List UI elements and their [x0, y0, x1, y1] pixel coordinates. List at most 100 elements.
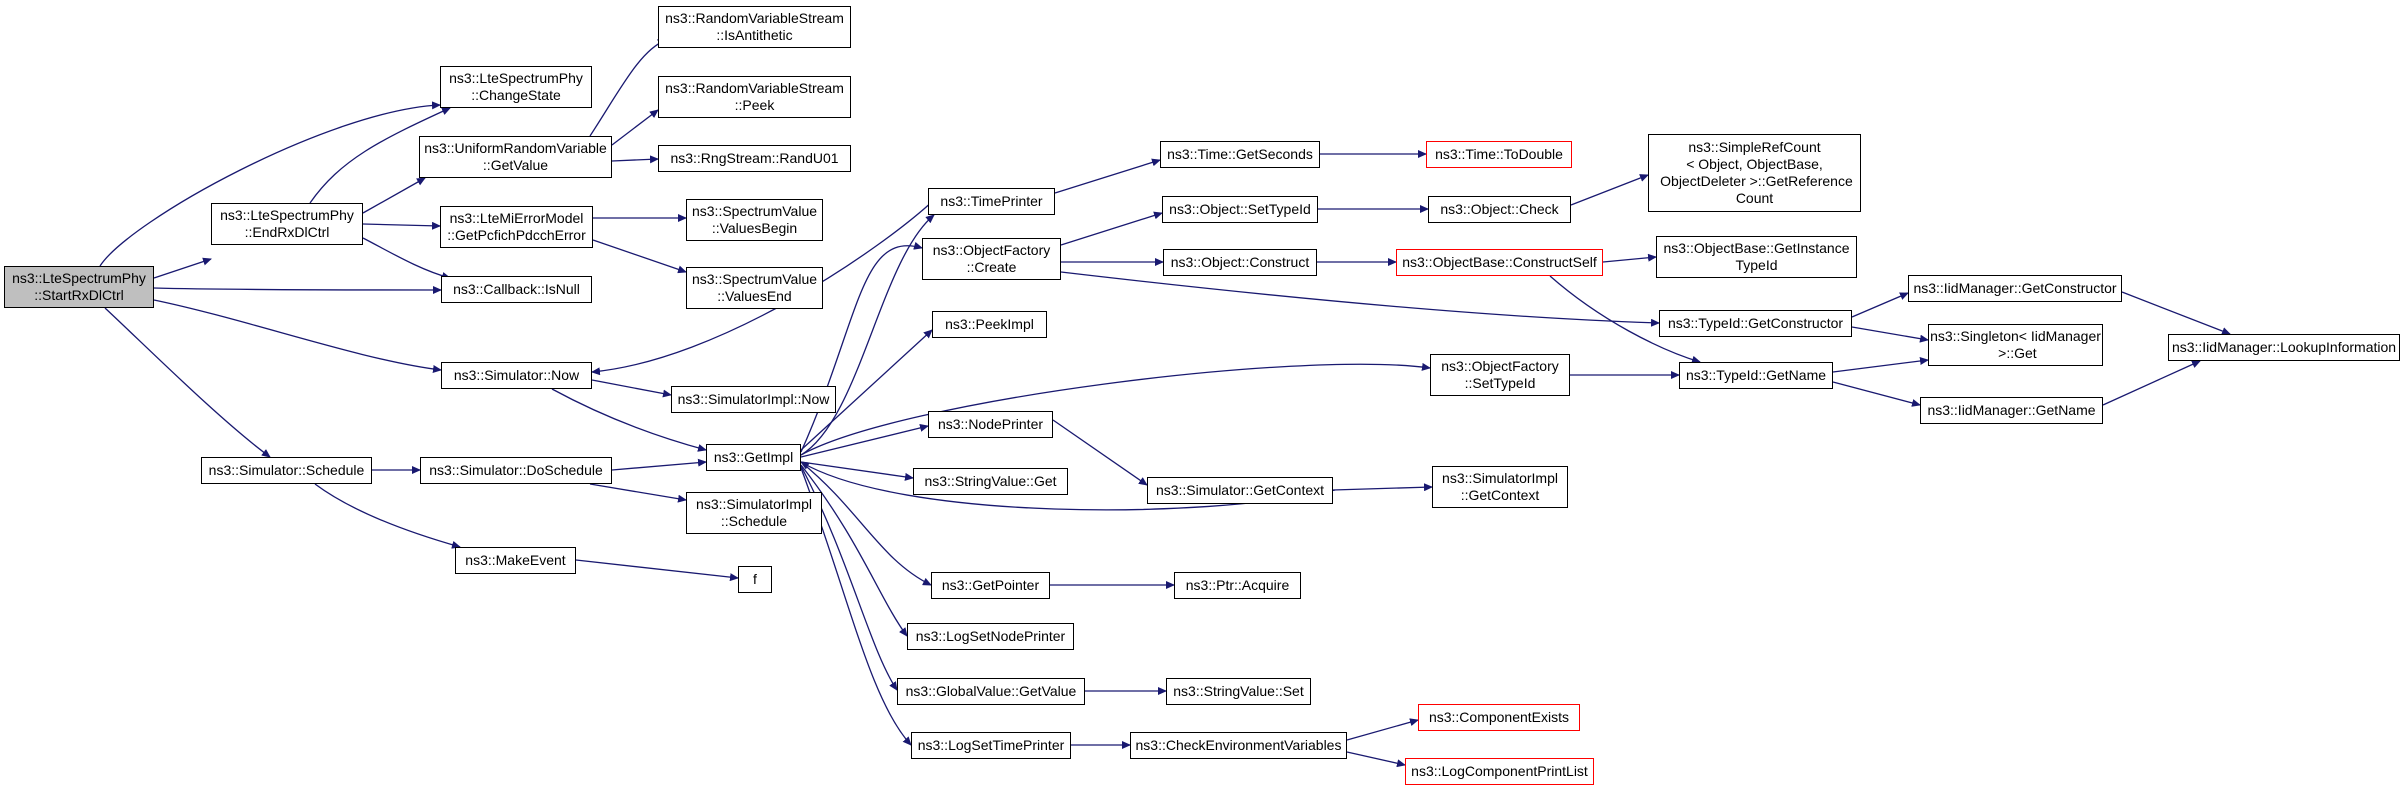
- node-label: ns3::SpectrumValue ::ValuesEnd: [691, 271, 818, 304]
- node-label: ns3::PeekImpl: [945, 316, 1034, 332]
- call-edge: [1851, 292, 1909, 318]
- node-label: ns3::ComponentExists: [1428, 709, 1570, 725]
- node-label: ns3::MakeEvent: [465, 552, 566, 568]
- node-globalvalue-getvalue[interactable]: ns3::GlobalValue::GetValue: [897, 678, 1085, 705]
- node-label: ns3::LteSpectrumPhy ::EndRxDlCtrl: [220, 207, 354, 240]
- call-edge: [800, 329, 933, 451]
- node-logsetnodeprinter[interactable]: ns3::LogSetNodePrinter: [907, 623, 1074, 650]
- node-startrx[interactable]: ns3::LteSpectrumPhy ::StartRxDlCtrl: [4, 266, 154, 308]
- node-label: ns3::TypeId::GetName: [1685, 367, 1827, 383]
- node-lteerr[interactable]: ns3::LteMiErrorModel ::GetPcfichPdcchErr…: [440, 206, 593, 248]
- node-simplerefcount[interactable]: ns3::SimpleRefCount < Object, ObjectBase…: [1648, 134, 1861, 212]
- node-getpointer[interactable]: ns3::GetPointer: [931, 572, 1050, 599]
- node-simimpl-schedule[interactable]: ns3::SimulatorImpl ::Schedule: [686, 492, 822, 534]
- call-edge: [1346, 751, 1406, 768]
- call-edge: [362, 177, 426, 214]
- node-objfactory-create[interactable]: ns3::ObjectFactory ::Create: [922, 238, 1061, 280]
- node-object-settypeid[interactable]: ns3::Object::SetTypeId: [1162, 196, 1318, 223]
- node-cb-isnull[interactable]: ns3::Callback::IsNull: [441, 276, 592, 303]
- node-sim-schedule[interactable]: ns3::Simulator::Schedule: [201, 457, 372, 484]
- node-changestate[interactable]: ns3::LteSpectrumPhy ::ChangeState: [440, 66, 592, 108]
- node-iidmgr-getconstructor[interactable]: ns3::IidManager::GetConstructor: [1908, 275, 2122, 302]
- node-stringvalue-get[interactable]: ns3::StringValue::Get: [913, 468, 1068, 495]
- node-label: ns3::SimulatorImpl ::Schedule: [696, 496, 812, 529]
- node-objfactory-settypeid[interactable]: ns3::ObjectFactory ::SetTypeId: [1430, 354, 1570, 396]
- node-time-getseconds[interactable]: ns3::Time::GetSeconds: [1160, 141, 1320, 168]
- node-rvs-peek[interactable]: ns3::RandomVariableStream ::Peek: [658, 76, 851, 118]
- node-label: ns3::Simulator::DoSchedule: [429, 462, 603, 478]
- node-label: ns3::RandomVariableStream ::IsAntithetic: [665, 10, 844, 43]
- node-f[interactable]: f: [738, 566, 772, 593]
- call-edge: [362, 221, 441, 230]
- node-label: ns3::Time::ToDouble: [1435, 146, 1563, 162]
- node-sim-doschedule[interactable]: ns3::Simulator::DoSchedule: [420, 457, 612, 484]
- call-edge: [104, 307, 271, 458]
- node-singleton-get[interactable]: ns3::Singleton< IidManager >::Get: [1928, 324, 2103, 366]
- call-edge: [1832, 357, 1929, 373]
- node-componentexists[interactable]: ns3::ComponentExists: [1418, 704, 1580, 731]
- node-timeprinter[interactable]: ns3::TimePrinter: [928, 188, 1055, 215]
- call-edge: [314, 483, 461, 549]
- node-rng-randu01[interactable]: ns3::RngStream::RandU01: [658, 145, 851, 172]
- node-rvs-isantithetic[interactable]: ns3::RandomVariableStream ::IsAntithetic: [658, 6, 851, 48]
- node-nodeprinter[interactable]: ns3::NodePrinter: [928, 411, 1053, 438]
- call-edge: [153, 285, 442, 294]
- node-label: ns3::RandomVariableStream ::Peek: [665, 80, 844, 113]
- node-checkenvvars[interactable]: ns3::CheckEnvironmentVariables: [1130, 732, 1347, 759]
- node-iidmgr-lookupinfo[interactable]: ns3::IidManager::LookupInformation: [2168, 334, 2400, 361]
- node-endrx[interactable]: ns3::LteSpectrumPhy ::EndRxDlCtrl: [211, 203, 363, 245]
- call-edge: [2102, 360, 2201, 406]
- node-label: ns3::GlobalValue::GetValue: [905, 683, 1077, 699]
- node-label: ns3::ObjectFactory ::Create: [932, 242, 1051, 275]
- node-ptr-acquire[interactable]: ns3::Ptr::Acquire: [1174, 572, 1301, 599]
- call-edge: [1052, 419, 1148, 486]
- node-iidmgr-getname[interactable]: ns3::IidManager::GetName: [1920, 397, 2103, 424]
- node-label: ns3::TimePrinter: [940, 193, 1043, 209]
- call-edge: [1346, 718, 1419, 741]
- node-objbase-constructself[interactable]: ns3::ObjectBase::ConstructSelf: [1396, 249, 1603, 276]
- node-typeid-getname[interactable]: ns3::TypeId::GetName: [1679, 362, 1833, 389]
- node-label: ns3::Singleton< IidManager >::Get: [1930, 328, 2101, 361]
- node-label: ns3::CheckEnvironmentVariables: [1135, 737, 1342, 753]
- node-getimpl[interactable]: ns3::GetImpl: [706, 444, 801, 471]
- node-simimpl-now[interactable]: ns3::SimulatorImpl::Now: [671, 386, 836, 413]
- node-label: ns3::LogSetNodePrinter: [915, 628, 1066, 644]
- node-sim-now[interactable]: ns3::Simulator::Now: [441, 362, 592, 389]
- node-sim-getcontext[interactable]: ns3::Simulator::GetContext: [1147, 477, 1333, 504]
- node-logsettimeprinter[interactable]: ns3::LogSetTimePrinter: [911, 732, 1071, 759]
- node-object-construct[interactable]: ns3::Object::Construct: [1163, 249, 1317, 276]
- call-edge: [589, 39, 667, 137]
- node-sv-valuesbegin[interactable]: ns3::SpectrumValue ::ValuesBegin: [686, 199, 823, 241]
- node-object-check[interactable]: ns3::Object::Check: [1428, 196, 1571, 223]
- node-label: ns3::Object::SetTypeId: [1169, 201, 1311, 217]
- node-label: ns3::RngStream::RandU01: [670, 150, 839, 166]
- node-label: ns3::LogSetTimePrinter: [917, 737, 1065, 753]
- node-label: ns3::GetPointer: [941, 577, 1040, 593]
- node-urv-getvalue[interactable]: ns3::UniformRandomVariable ::GetValue: [419, 136, 612, 178]
- call-edge: [99, 101, 441, 267]
- call-edge: [1851, 326, 1929, 343]
- node-label: ns3::Object::Construct: [1170, 254, 1310, 270]
- node-time-todouble[interactable]: ns3::Time::ToDouble: [1426, 141, 1572, 168]
- node-logcomponentprintlist[interactable]: ns3::LogComponentPrintList: [1405, 758, 1594, 785]
- call-edge: [800, 362, 1431, 456]
- node-label: ns3::Simulator::Now: [453, 367, 580, 383]
- call-edge: [575, 559, 739, 582]
- call-edge: [592, 239, 687, 274]
- node-label: ns3::ObjectFactory ::SetTypeId: [1441, 358, 1559, 391]
- call-edge: [611, 109, 659, 146]
- node-objbase-getinstancetypeid[interactable]: ns3::ObjectBase::GetInstance TypeId: [1656, 236, 1857, 278]
- node-label: ns3::LteSpectrumPhy ::ChangeState: [449, 70, 583, 103]
- node-sv-valuesend[interactable]: ns3::SpectrumValue ::ValuesEnd: [686, 267, 823, 309]
- node-typeid-getconstructor[interactable]: ns3::TypeId::GetConstructor: [1659, 310, 1852, 337]
- call-edge: [551, 388, 707, 452]
- node-simimpl-getcontext[interactable]: ns3::SimulatorImpl ::GetContext: [1432, 466, 1568, 508]
- node-peekimpl[interactable]: ns3::PeekImpl: [932, 311, 1047, 338]
- call-edge: [800, 461, 914, 481]
- node-makeevent[interactable]: ns3::MakeEvent: [455, 547, 576, 574]
- node-stringvalue-set[interactable]: ns3::StringValue::Set: [1166, 678, 1311, 705]
- node-label: ns3::Callback::IsNull: [453, 281, 580, 297]
- call-edge: [589, 483, 687, 503]
